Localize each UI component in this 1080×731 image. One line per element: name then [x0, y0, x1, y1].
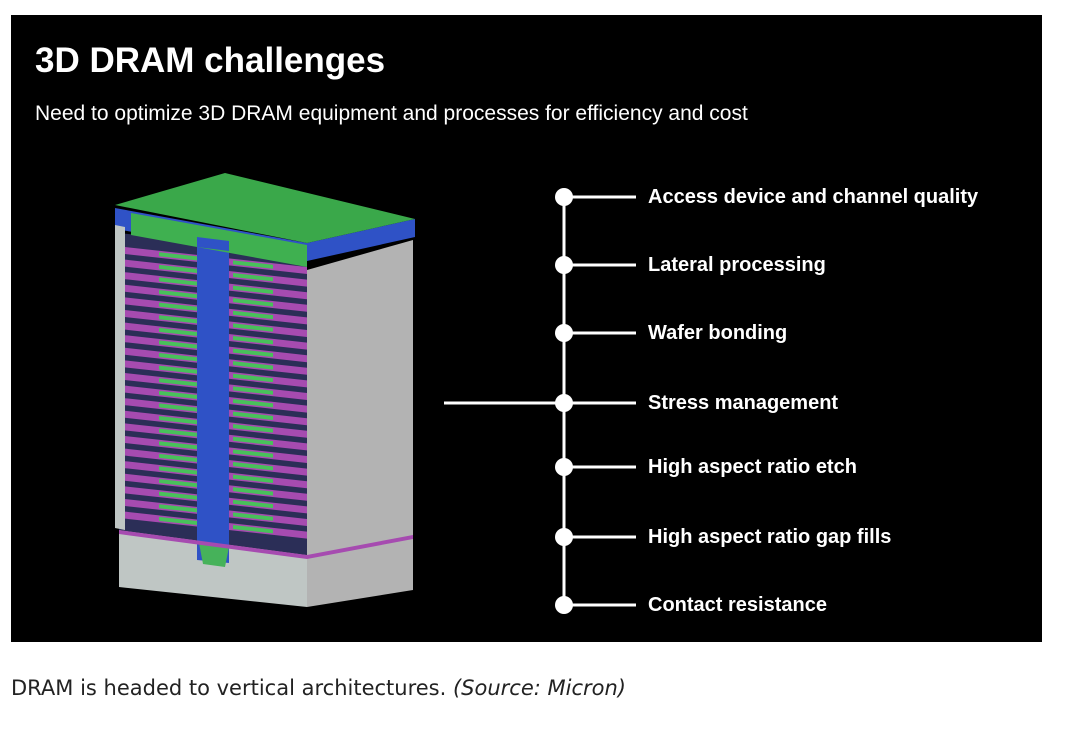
stack-cell: [159, 479, 197, 488]
base-stripe: [307, 535, 413, 559]
stack-cell: [233, 285, 273, 294]
stack-cell: [159, 378, 197, 387]
challenge-wafer-bonding: Wafer bonding: [648, 322, 788, 344]
stack-cell: [233, 499, 273, 509]
stack-cell: [233, 487, 273, 496]
stack-cell: [233, 298, 273, 307]
stack-cell: [233, 424, 273, 433]
stack-cell: [159, 516, 197, 526]
slide-figure: 3D DRAM challenges Need to optimize 3D D…: [11, 15, 1042, 642]
connector-node-icon: [555, 458, 573, 476]
stack-cell: [159, 365, 197, 374]
stack-cell: [159, 466, 197, 475]
stack-cell: [159, 453, 197, 463]
connector-node-icon: [555, 596, 573, 614]
stack-cell: [233, 398, 273, 408]
stack-cell: [159, 390, 197, 400]
stack-cell: [233, 461, 273, 471]
stack-cell: [233, 335, 273, 345]
connector-node-icon: [555, 256, 573, 274]
block-side-wall: [307, 240, 413, 607]
stack-cell: [233, 386, 273, 395]
base-stripe-front: [119, 530, 307, 559]
stack-cell: [159, 252, 197, 261]
stack-cell: [233, 512, 273, 521]
challenge-contact-resistance: Contact resistance: [648, 594, 827, 616]
top-layer: [115, 173, 415, 243]
slide-subtitle: Need to optimize 3D DRAM equipment and p…: [35, 102, 748, 125]
top-edge-right: [307, 219, 415, 261]
stack-cell: [159, 315, 197, 324]
connector-branches: [555, 188, 636, 614]
stack-cell: [233, 436, 273, 446]
figure-caption: DRAM is headed to vertical architectures…: [11, 678, 626, 699]
connector-node-icon: [555, 324, 573, 342]
stack-cell: [159, 340, 197, 349]
stack-cell: [233, 373, 273, 383]
stack-cell: [159, 277, 197, 286]
stack-cell: [233, 272, 273, 282]
contact-bottom-plug: [199, 543, 229, 567]
dram-block-illustration: [115, 173, 415, 607]
challenge-high-aspect-gap-fills: High aspect ratio gap fills: [648, 526, 892, 548]
stack-cell: [159, 416, 197, 425]
stack-cell: [159, 302, 197, 311]
stack-cell: [159, 353, 197, 362]
connector-node-icon: [555, 188, 573, 206]
block-left-edge: [115, 225, 125, 530]
stack-cell: [233, 323, 273, 332]
challenge-lateral-processing: Lateral processing: [648, 254, 826, 276]
stack-cell: [159, 504, 197, 513]
challenge-high-aspect-etch: High aspect ratio etch: [648, 456, 857, 478]
caption-source: (Source: Micron): [452, 676, 626, 700]
challenge-access-device: Access device and channel quality: [648, 186, 979, 208]
stack-cell: [233, 361, 273, 370]
stack-cell: [159, 290, 197, 299]
stack-cell: [233, 411, 273, 420]
slide-title: 3D DRAM challenges: [35, 41, 386, 80]
stack-cell: [233, 449, 273, 458]
stack-cell: [159, 491, 197, 500]
caption-text: DRAM is headed to vertical architectures…: [11, 676, 447, 700]
stack-cell: [159, 327, 197, 337]
dram-diagram: [115, 173, 636, 614]
stack-cell: [233, 348, 273, 357]
connector-node-icon: [555, 394, 573, 412]
stack-cell: [233, 310, 273, 320]
stack-cell: [159, 264, 197, 274]
challenge-connector-tree: [444, 188, 636, 614]
stack-cell: [159, 428, 197, 437]
connector-node-icon: [555, 528, 573, 546]
stack-cell: [233, 524, 273, 534]
stack-cell: [233, 260, 273, 269]
vertical-contact: [197, 240, 229, 563]
stack-cell: [159, 403, 197, 412]
stack-cell: [159, 441, 197, 450]
stack-cell: [233, 474, 273, 483]
challenge-stress-management: Stress management: [648, 392, 839, 414]
contact-top: [197, 237, 229, 251]
